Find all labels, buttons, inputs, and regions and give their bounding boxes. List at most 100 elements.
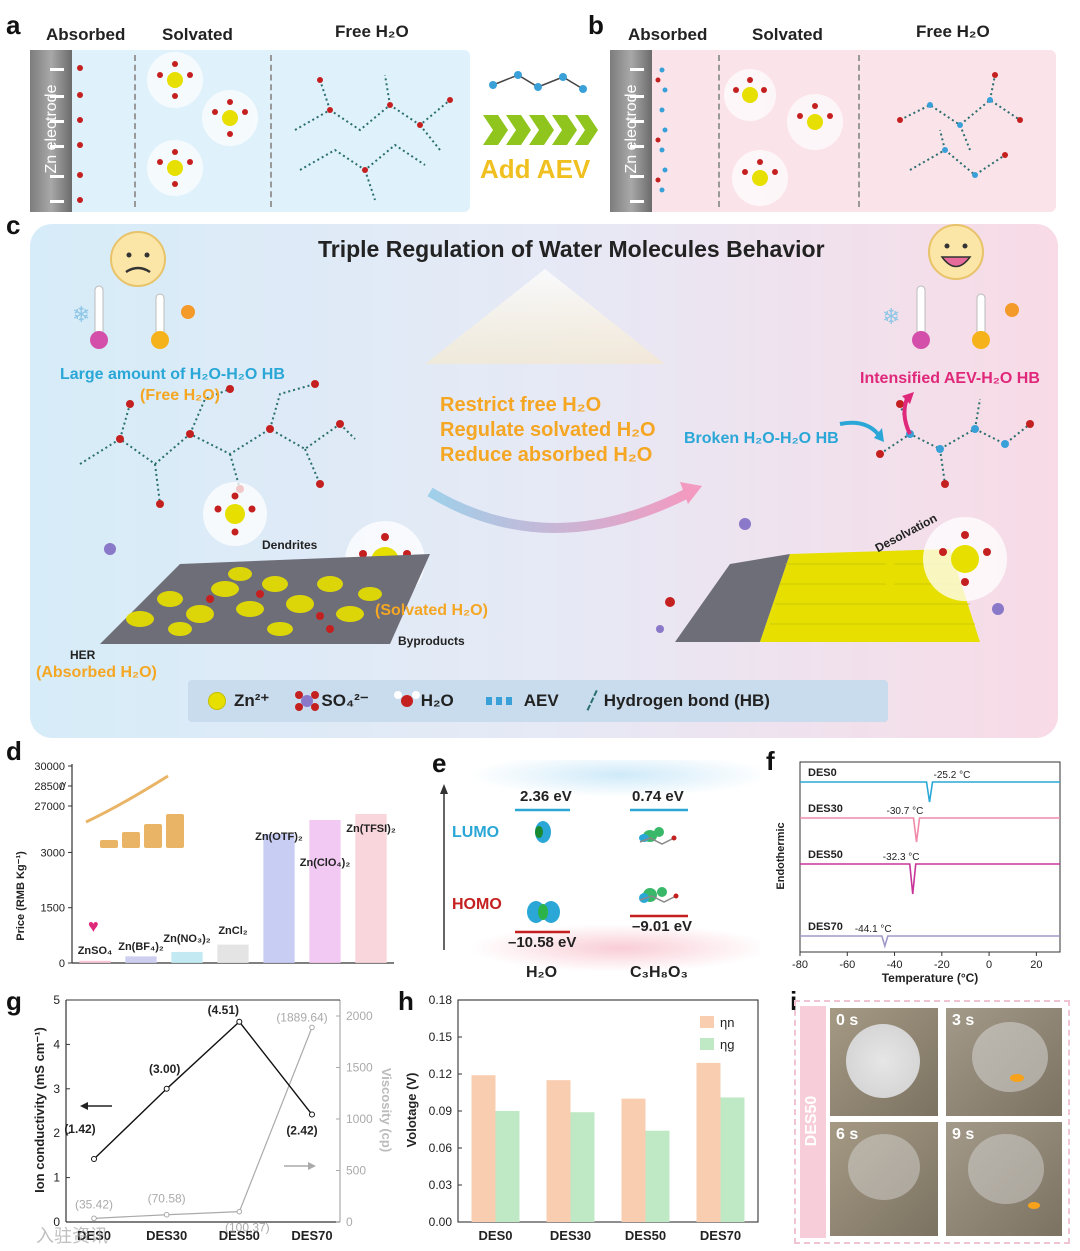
legend-label: ηn	[720, 1015, 734, 1030]
peak-label: -32.3 °C	[883, 852, 920, 863]
conductivity-label: (1.42)	[64, 1122, 95, 1136]
panel-label-e: e	[432, 748, 447, 778]
film-disc	[972, 1022, 1048, 1092]
panel-c-art: ❄ ❄	[72, 224, 1034, 644]
legend-h2o: H₂O	[400, 691, 454, 711]
film-disc	[848, 1134, 920, 1200]
legend-swatch	[700, 1016, 714, 1028]
conductivity-point	[309, 1111, 315, 1118]
legend-hb-label: Hydrogen bond (HB)	[603, 691, 770, 710]
series-label: DES70	[808, 921, 843, 933]
side-label: DES50	[803, 1095, 820, 1147]
panel-label-i: i	[790, 986, 798, 1016]
bar-label: Zn(OTF)₂	[255, 831, 303, 843]
time-label: 9 s	[952, 1126, 975, 1143]
y-tick-label: 0.12	[429, 1067, 453, 1081]
series-label: DES30	[808, 803, 843, 815]
bar	[217, 944, 249, 963]
droplet-disc	[846, 1024, 920, 1098]
watermark: 入驻资讯	[36, 1226, 108, 1246]
homo-label: HOMO	[452, 896, 502, 913]
lumo-label: LUMO	[452, 824, 500, 841]
left-arrow-head-icon	[80, 1102, 88, 1110]
peak-label: -25.2 °C	[934, 770, 971, 781]
y-tick-label: 5	[53, 993, 60, 1007]
legend-aev: AEV	[485, 691, 559, 711]
bar	[696, 1062, 721, 1222]
divider	[858, 55, 860, 207]
time-label: 3 s	[952, 1012, 975, 1029]
conductivity-point	[91, 1155, 97, 1162]
molecule-glycerol: C₃H₈O₃	[630, 964, 688, 981]
x-tick-label: 20	[1030, 959, 1042, 971]
series-line	[800, 863, 1060, 895]
trend-arrow-icon	[85, 774, 169, 824]
panel-label-a: a	[6, 10, 21, 40]
flame-icon	[1028, 1202, 1040, 1209]
homo-glycerol-value: –9.01 eV	[632, 918, 693, 935]
conductivity-label: (4.51)	[208, 1003, 239, 1017]
viscosity-point	[236, 1208, 243, 1215]
svg-text:❄: ❄	[72, 302, 90, 327]
viscosity-point	[91, 1215, 97, 1222]
conductivity-label: (2.42)	[286, 1124, 317, 1138]
y2-tick-label: 1000	[346, 1112, 373, 1126]
left-title: Large amount of H₂O-H₂O HB	[60, 366, 285, 383]
legend-bar: Zn²⁺ SO₄²⁻ H₂O AEV Hydrogen bond (HB)	[188, 680, 888, 722]
series-line	[800, 935, 1060, 949]
legend-hb: Hydrogen bond (HB)	[586, 689, 770, 713]
x-tick-label: -20	[934, 959, 950, 971]
y-tick-label: 0.09	[429, 1104, 453, 1118]
y-tick-label: 0.00	[429, 1215, 453, 1229]
legend-h2o-label: H₂O	[420, 691, 454, 710]
bar-label: Zn(BF₄)₂	[118, 941, 164, 953]
legend-zn: Zn²⁺	[208, 691, 269, 711]
bar-label: ZnCl₂	[218, 925, 247, 937]
viscosity-label: (70.58)	[148, 1192, 186, 1206]
peak-label: -44.1 °C	[855, 924, 892, 935]
her-label: HER	[70, 648, 96, 662]
time-label: 6 s	[836, 1126, 859, 1143]
y-tick-label: 0	[53, 1215, 60, 1229]
aev-arrow	[483, 71, 598, 145]
bullet-1: Restrict free H₂O	[440, 394, 602, 416]
right-arrow-head-icon	[308, 1162, 316, 1170]
y-axis-label: Endothermic	[775, 822, 787, 889]
x-tick-label: -80	[792, 959, 808, 971]
y2-tick-label: 500	[346, 1164, 366, 1178]
x-tick-label: DES0	[77, 1228, 111, 1243]
y-axis-label: Price (RMB Kg⁻¹)	[15, 851, 27, 941]
header-absorbed-a: Absorbed	[46, 25, 126, 44]
lumo-glycerol-value: 0.74 eV	[632, 788, 684, 805]
x-tick-label: DES50	[625, 1228, 666, 1243]
photo-9s: 9 s	[946, 1122, 1062, 1236]
bar	[309, 820, 341, 963]
panel-c-title: Triple Regulation of Water Molecules Beh…	[318, 236, 825, 262]
photo-0s: 0 s	[830, 1008, 938, 1116]
bar	[570, 1112, 595, 1222]
coin-stack-icon	[122, 832, 140, 848]
photo-3s: 3 s	[946, 1008, 1062, 1116]
header-free-a: Free H₂O	[335, 22, 409, 41]
x-tick-label: DES70	[700, 1228, 741, 1243]
y-tick-label: 0.18	[429, 993, 453, 1007]
x-tick-label: DES0	[479, 1228, 513, 1243]
zn-electrode	[610, 50, 652, 212]
panel-label-b: b	[588, 10, 604, 40]
bullet-3: Reduce absorbed H₂O	[440, 444, 653, 466]
y-tick-label: 4	[53, 1037, 60, 1051]
x-tick-label: DES70	[291, 1228, 332, 1243]
x-axis-label: Temperature (°C)	[882, 971, 979, 985]
legend-label: ηg	[720, 1037, 734, 1052]
bar-label: ZnSO₄	[78, 945, 113, 957]
panel-label-c: c	[6, 210, 21, 240]
y-tick-label: 0.15	[429, 1030, 453, 1044]
x-tick-label: -60	[839, 959, 855, 971]
water-icon	[400, 695, 413, 707]
bar-label: Zn(ClO₄)₂	[300, 857, 351, 869]
y-tick-label: 0.06	[429, 1141, 453, 1155]
y2-axis-label: Viscosity (cp)	[379, 1068, 394, 1152]
